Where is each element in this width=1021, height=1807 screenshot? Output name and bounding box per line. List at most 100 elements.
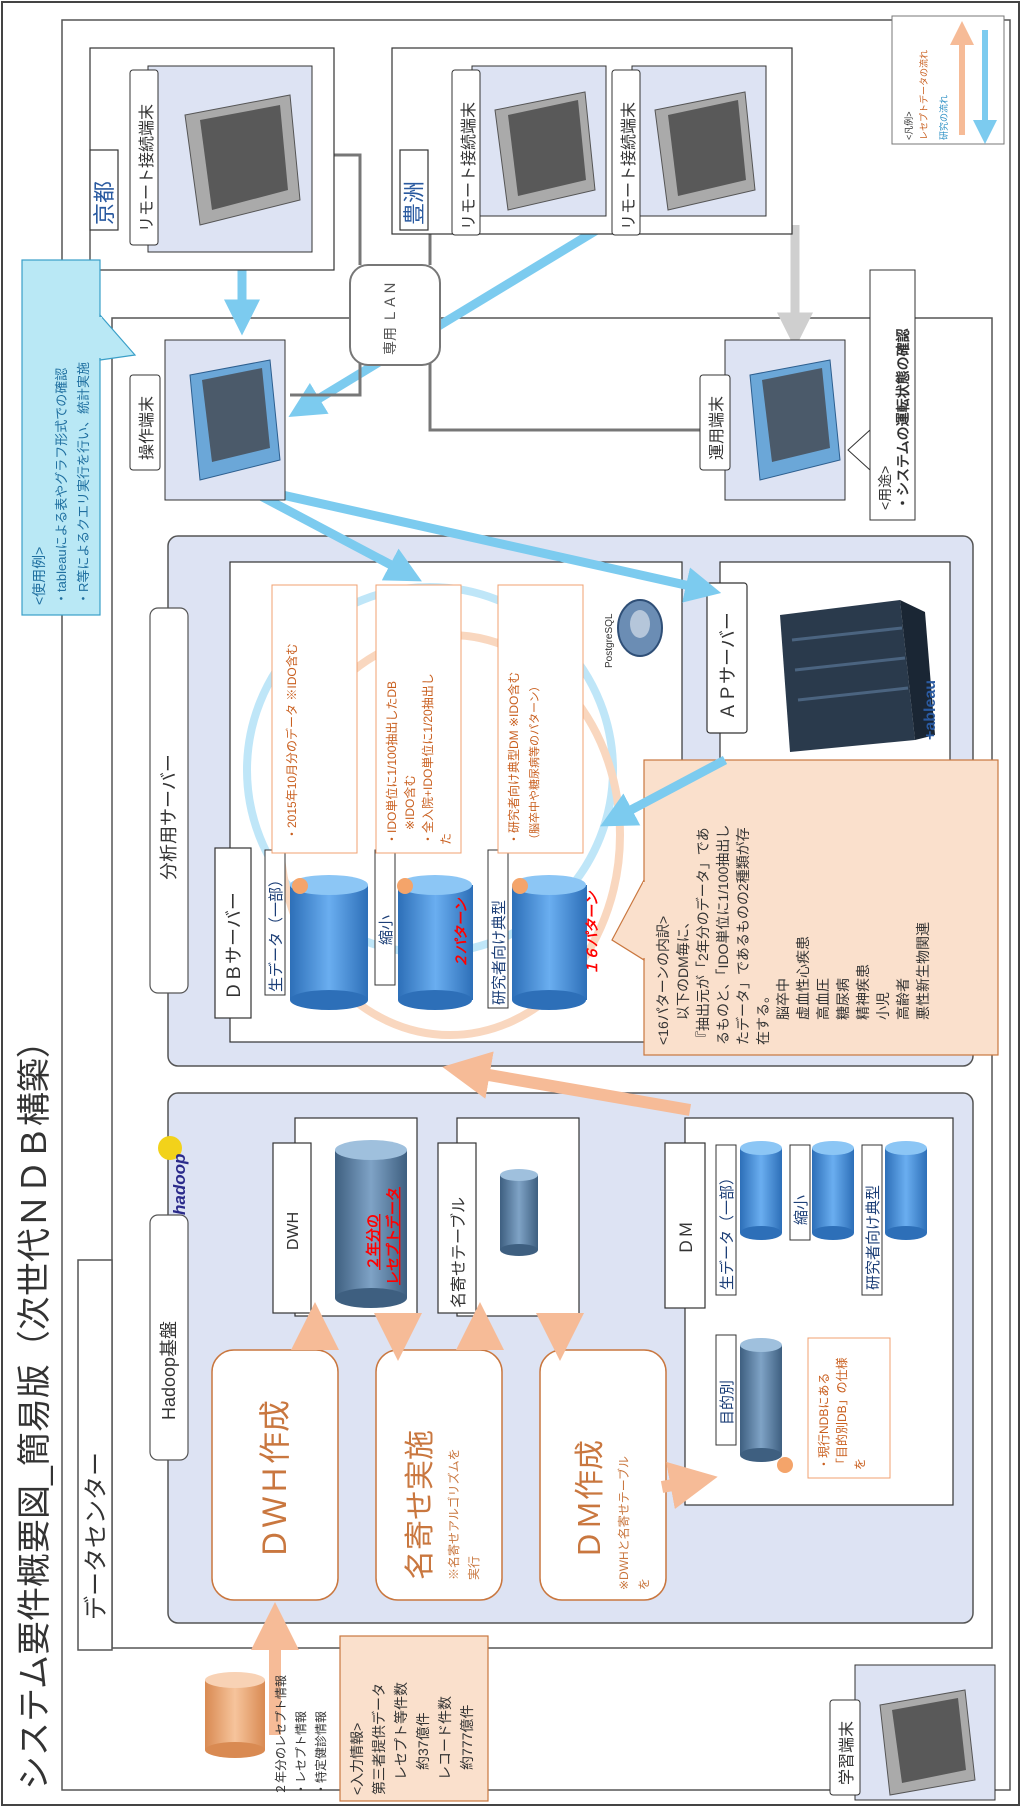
lan-label-line1: 専用 ＬＡＮ — [382, 281, 398, 355]
toyosu-laptop2-icon — [654, 91, 756, 211]
pattern-line-0: 以下のDM毎に、 — [675, 915, 691, 1020]
pattern2-label: ２パターン — [453, 898, 469, 968]
dm-label: ＤＭ — [677, 1221, 696, 1255]
db-reduced-note4: た — [439, 833, 453, 845]
ops-usage-box — [869, 269, 916, 521]
process-dm-make — [539, 1349, 667, 1601]
research-flow-arrows — [224, 218, 728, 827]
nayose-table-label: 名寄せテーブル — [449, 1197, 468, 1308]
pattern-heading: <16パターンの内訳> — [655, 916, 671, 1045]
arrow-toyosu-to-op — [288, 218, 613, 418]
dwh-data-line2: レセプトデータ — [385, 1187, 401, 1285]
dm-general-label: 生データ（一部） — [718, 1170, 736, 1290]
db-reduced-note1: ・IDO単位に1/100抽出したDB — [384, 681, 399, 845]
db-reduced-note-box — [375, 584, 462, 854]
pattern-line-1: 『抽出元が「2年分のデータ」であ — [695, 827, 711, 1045]
kyoto-terminal-label-box — [129, 69, 159, 246]
op-laptop-icon — [189, 359, 281, 481]
dm-research-cylinder — [885, 1141, 927, 1240]
dwh-cylinder — [335, 1140, 407, 1308]
db-reduced-note2: ※IDO含む — [402, 775, 417, 830]
process-dm-make-label: ＤＭ作成 — [574, 1440, 607, 1560]
lan-box — [349, 264, 441, 366]
postgresql-logo: PostgreSQL — [604, 599, 663, 668]
dwh-data-line1: ２年分の — [365, 1214, 381, 1270]
receipt-flow-arrows — [251, 1051, 718, 1735]
db-general-note: ・2015年10月分のデータ ※IDO含む — [284, 643, 299, 840]
dm-note-box — [807, 1337, 891, 1479]
input-side2: ・レセプト情報 — [294, 1711, 308, 1795]
dm-general-cylinder — [740, 1141, 782, 1240]
db-general-note-box — [271, 584, 358, 854]
ops-usage-line1: ・システムの運転状態の確認 — [895, 328, 911, 510]
datacenter-label: データセンター — [83, 1452, 110, 1620]
op-terminal-label-box — [129, 374, 161, 471]
ops-usage-heading: <用途> — [877, 466, 893, 510]
input-db-cylinder — [205, 1672, 265, 1758]
ops-terminal-label: 運用端末 — [708, 396, 726, 460]
kyoto-laptop-icon — [184, 94, 301, 226]
disease-7: 悪性新生物関連 — [915, 922, 931, 1020]
toyosu-label: 豊洲 — [402, 181, 427, 225]
db-reduced-label: 縮小 — [378, 915, 395, 945]
disease-4: 精神疾患 — [855, 964, 871, 1020]
toyosu-label-box — [399, 149, 429, 231]
disease-5: 小児 — [875, 992, 891, 1020]
input-heading: <入力情報> — [349, 1723, 365, 1795]
usage-heading: <使用例> — [31, 547, 47, 605]
ops-laptop-icon — [749, 359, 841, 481]
pattern16-label: １６パターン — [584, 891, 600, 975]
db-reduced-note3: ・全入院+IDO単位に1/20抽出し — [420, 673, 435, 845]
dm-label-box — [664, 1142, 706, 1309]
input-line3: レコード件数 — [437, 1696, 453, 1780]
datacenter-label-box — [77, 1259, 113, 1651]
arrow-dm-to-db — [442, 1051, 692, 1116]
db-general-cylinder — [290, 875, 368, 1010]
tableau-logo: +ableau — [922, 680, 939, 740]
input-side3: ・特定健診情報 — [313, 1711, 328, 1795]
dm-research-label-box — [861, 1144, 883, 1296]
dm-note1: ・現行NDBにある — [817, 1373, 831, 1470]
dm-note3: を — [853, 1458, 867, 1470]
db-research-note1: ・研究者向け典型DM ※IDO含む — [506, 672, 521, 845]
db-research-dot — [512, 878, 528, 894]
db-reduced-cylinder — [398, 875, 473, 1010]
nayose-table-label-box — [437, 1142, 477, 1314]
toyosu-terminal2-label-box — [611, 69, 641, 236]
dm-reduced-label-box — [789, 1144, 811, 1241]
learning-laptop-icon — [879, 1689, 976, 1796]
db-reduced-dot — [397, 878, 413, 894]
process-dm-sub1: ※DWHと名寄せテーブル — [616, 1456, 631, 1590]
kyoto-terminal-label: リモート接続端末 — [138, 104, 156, 232]
legend-heading: <凡例> — [903, 111, 914, 140]
input-line0: 第三者提供データ — [371, 1683, 387, 1795]
arrow-ap-to-db — [600, 756, 728, 827]
input-side1: ２年分のレセプト情報 — [274, 1675, 288, 1795]
db-server-label: ＤＢサーバー — [224, 892, 244, 1000]
ops-usage-pointer — [847, 428, 871, 472]
process-nayose-label: 名寄せ実施 — [404, 1430, 437, 1580]
process-nayose — [375, 1349, 503, 1601]
lan-line-op — [290, 360, 362, 397]
toyosu-terminal1-label: リモート接続端末 — [460, 102, 478, 230]
pattern-line-2: るものと、「IDO単位に1/100抽出し — [715, 825, 731, 1045]
toyosu-laptop1-icon — [494, 91, 596, 211]
input-line4: 約777億件 — [459, 1705, 475, 1770]
toyosu-terminal1-label-box — [451, 69, 481, 236]
ops-terminal-label-box — [699, 374, 731, 471]
dwh-label-box — [272, 1142, 312, 1314]
process-dm-sub2: を — [637, 1578, 651, 1590]
ap-server-label-box — [706, 582, 748, 734]
dm-general-label-box — [715, 1144, 737, 1296]
dm-note2: 「目的別DB」の仕様 — [834, 1357, 849, 1470]
db-general-label: 生データ（一部） — [267, 872, 285, 992]
db-research-note2: （脳卒中や糖尿病等のパターン） — [527, 681, 541, 845]
db-server-label-box — [214, 847, 252, 1019]
dm-purpose-label: 目的別 — [719, 1380, 736, 1425]
disease-0: 脳卒中 — [775, 978, 791, 1020]
learning-terminal-label: 学習端末 — [838, 1721, 856, 1785]
learning-terminal-label-box — [829, 1699, 861, 1796]
legend-receipt-label: レセプトデータの流れ — [918, 50, 929, 140]
nayose-cylinder — [500, 1169, 538, 1256]
